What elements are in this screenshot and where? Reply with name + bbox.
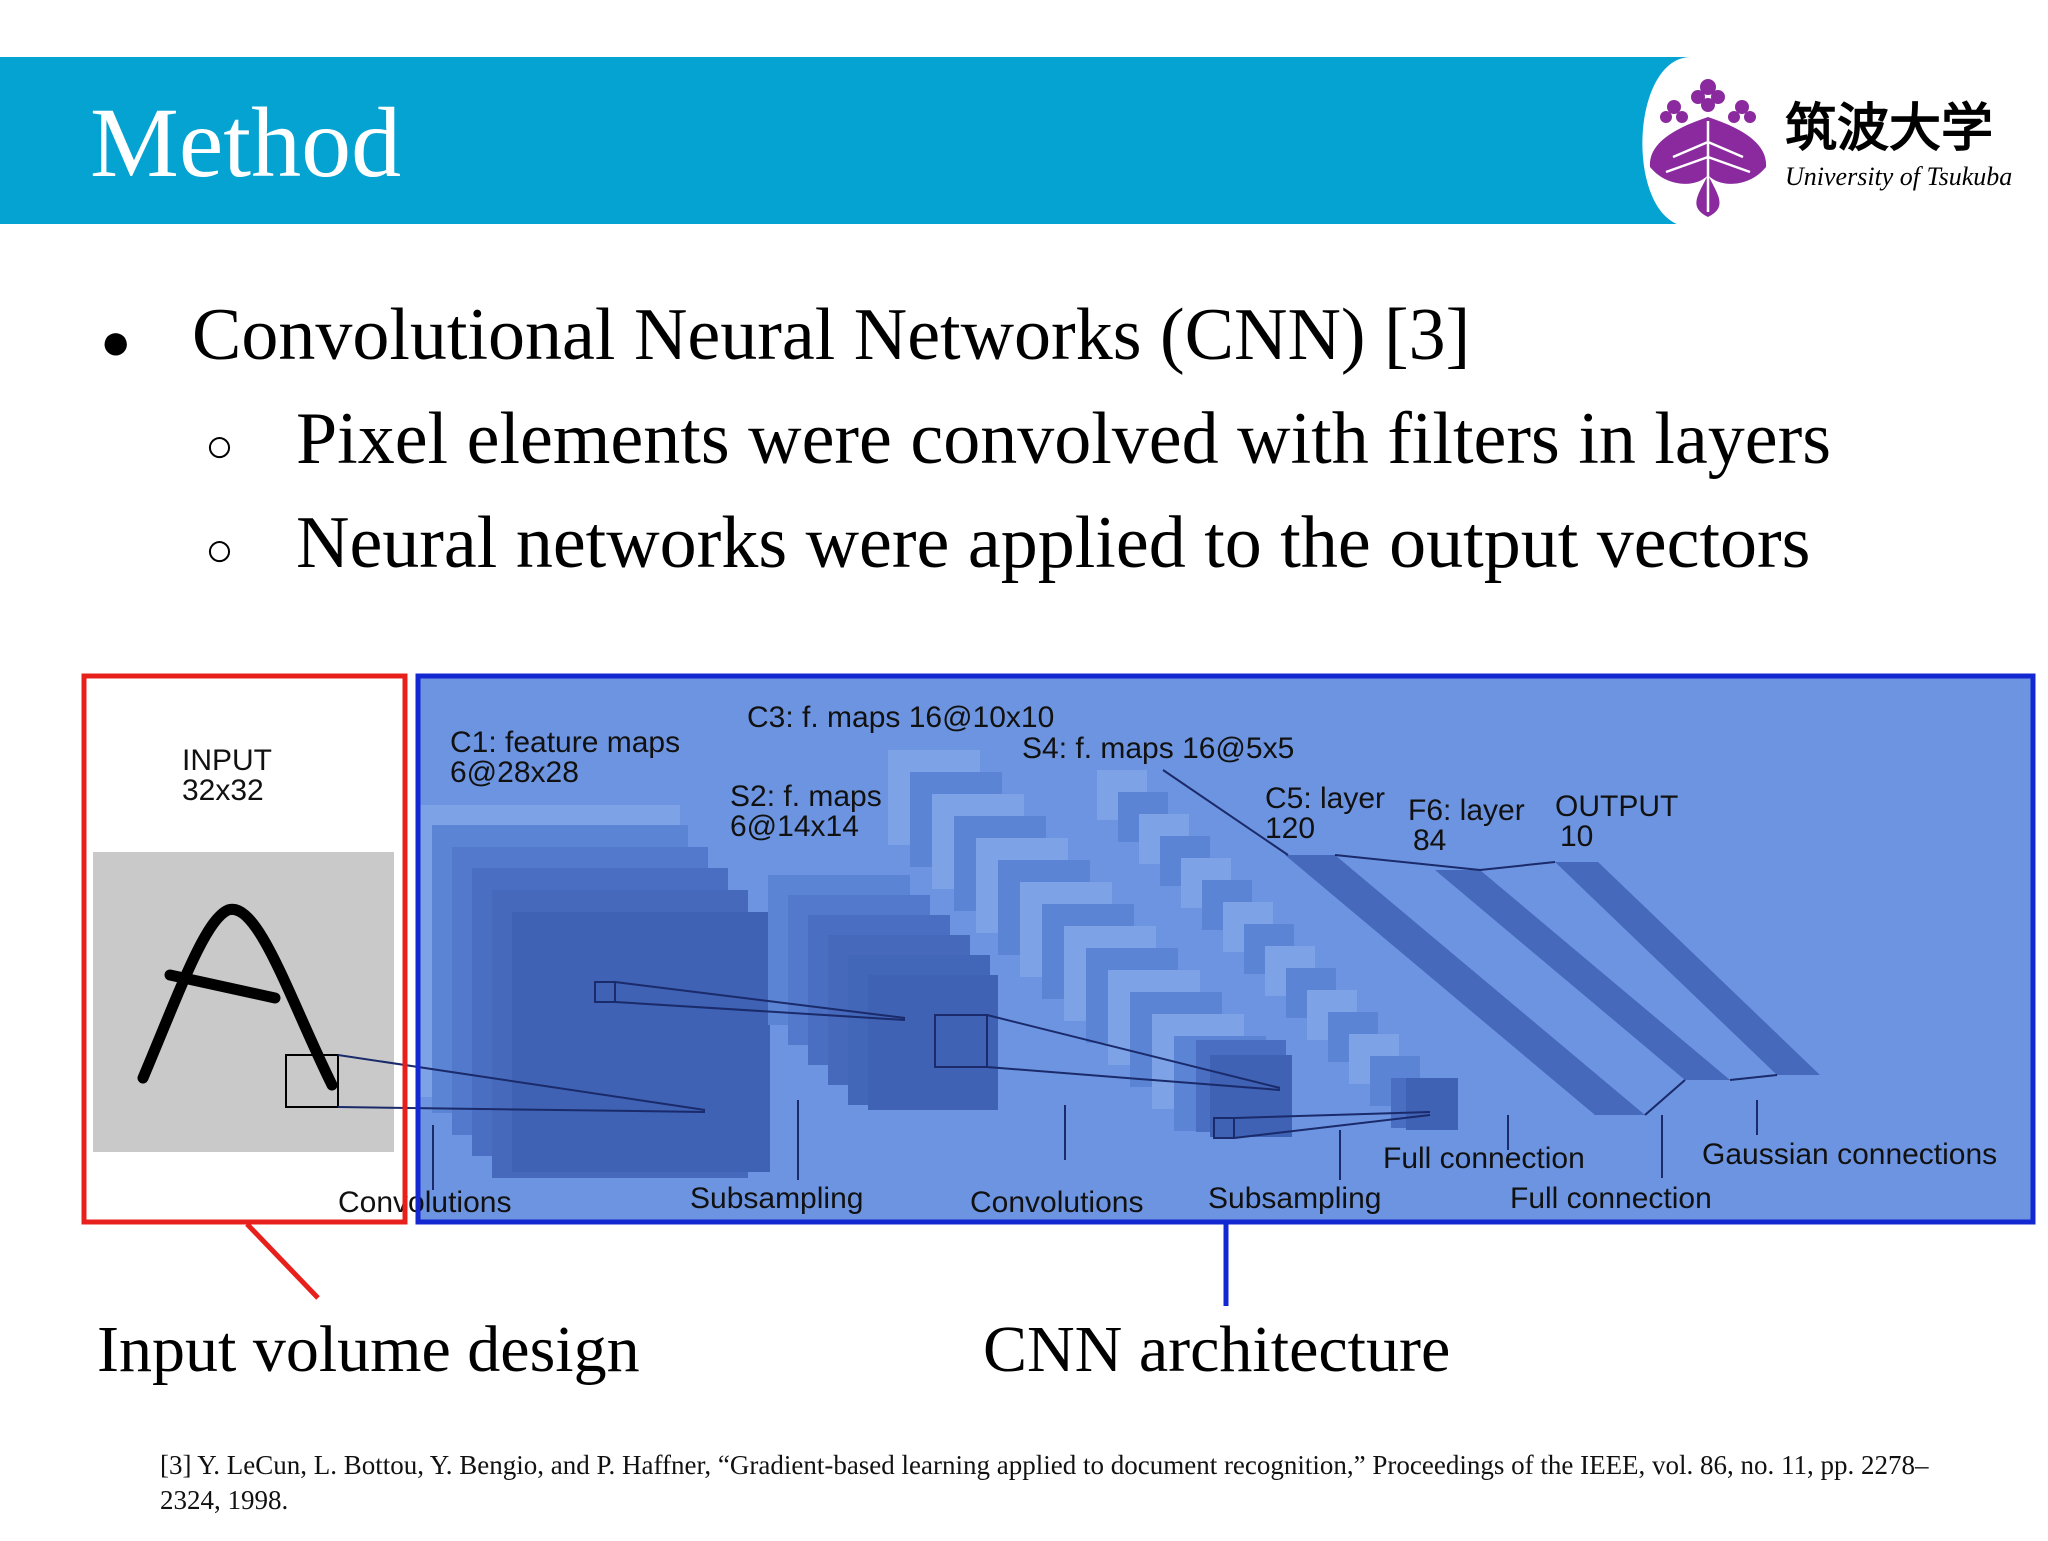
label-gaussian-connections: Gaussian connections [1702,1138,1997,1171]
label-full-connection-2: Full connection [1510,1182,1712,1215]
logo-japanese-name: 筑波大学 [1785,98,1994,159]
input-volume-box [81,673,408,1225]
input-label-line2: 32x32 [182,774,264,807]
c3-label: C3: f. maps 16@10x10 [747,701,1054,734]
paulownia-crest-icon [1649,79,1767,217]
s2-feature-maps [768,875,998,1110]
slide-title: Method [90,87,402,198]
input-receptive-field [285,1054,339,1108]
c1-label-line1: C1: feature maps [450,726,680,759]
f6-label-line1: F6: layer [1408,794,1525,827]
reference-citation: [3] Y. LeCun, L. Bottou, Y. Bengio, and … [160,1450,1929,1515]
c1-label-line2: 6@28x28 [450,756,579,789]
s2-label-line1: S2: f. maps [730,780,882,813]
s2-label-line2: 6@14x14 [730,810,859,843]
caption-cnn-architecture: CNN architecture [983,1313,1451,1386]
label-convolutions-1: Convolutions [338,1186,511,1219]
input-label-line1: INPUT [182,744,272,777]
university-logo: 筑波大学 University of Tsukuba [1628,57,2048,227]
fully-connected-layers [1285,855,1820,1115]
label-full-connection-1: Full connection [1383,1142,1585,1175]
s4-label: S4: f. maps 16@5x5 [1022,732,1294,765]
c5-label-line1: C5: layer [1265,782,1385,815]
connection-lines [337,769,1778,1190]
bullet-marker: ○ [205,420,234,473]
output-label-line2: 10 [1560,820,1593,853]
c5-label-line2: 120 [1265,812,1315,845]
input-image [93,852,394,1152]
caption-input-volume-design: Input volume design [97,1313,640,1386]
cnn-architecture-box [415,673,2036,1225]
logo-english-name: University of Tsukuba [1785,162,2013,191]
label-subsampling-2: Subsampling [1208,1182,1381,1215]
output-label-line1: OUTPUT [1555,790,1678,823]
label-convolutions-2: Convolutions [970,1186,1143,1219]
label-subsampling-1: Subsampling [690,1182,863,1215]
f6-label-line2: 84 [1413,824,1446,857]
s4-feature-maps [1097,770,1458,1130]
bullet-marker: ● [100,314,132,371]
bullet-marker: ○ [205,524,234,577]
input-callout-line [245,1222,320,1300]
bullet-text: Neural networks were applied to the outp… [296,502,1811,584]
bullet-text: Pixel elements were convolved with filte… [296,398,1832,480]
handwritten-a-glyph [137,903,338,1091]
bullet-text: Convolutional Neural Networks (CNN) [3] [192,294,1471,376]
